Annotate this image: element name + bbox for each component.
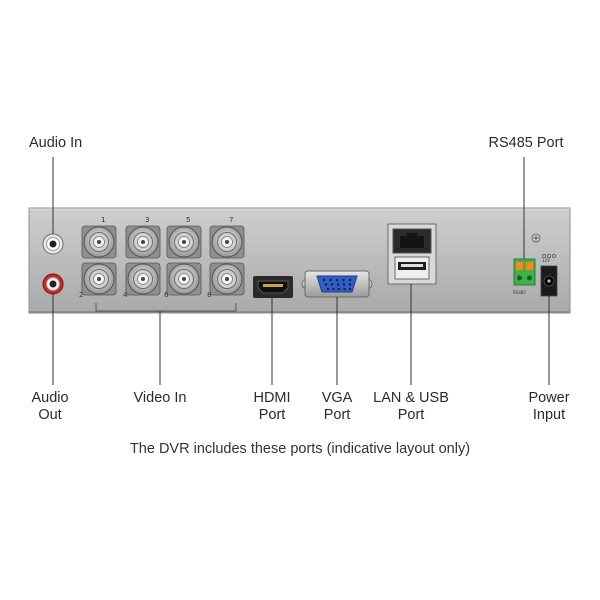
vga-pin (337, 287, 341, 291)
vga-pin (336, 283, 340, 286)
bnc-number-label: 3 (145, 216, 149, 224)
vga-pin (348, 283, 352, 286)
label-video-in: Video In (133, 390, 187, 406)
bnc-connector (81, 225, 117, 259)
bnc-connector (125, 225, 161, 259)
bnc-number-label: 8 (207, 291, 211, 299)
label-lan-usb-port: LAN & USB Port (373, 390, 449, 423)
bnc-number-label: 7 (229, 216, 233, 224)
dvr-rear-panel (28, 207, 571, 314)
label-hdmi-port: HDMI Port (253, 390, 291, 423)
rs485-panel-text: RS485 (513, 290, 526, 295)
ground-screw (531, 233, 541, 243)
vga-pin (326, 287, 330, 291)
vga-pin (330, 283, 334, 286)
bnc-connector (209, 262, 245, 296)
lan-usb-port-connector (387, 223, 437, 285)
vga-pin (335, 278, 339, 282)
vga-port-connector (301, 270, 373, 298)
label-audio-out: Audio Out (31, 390, 69, 423)
bnc-number-label: 4 (123, 291, 128, 299)
leader-lines (52, 157, 550, 385)
vga-pin (324, 283, 328, 286)
bnc-number-label: 2 (79, 291, 83, 299)
hdmi-port-connector (253, 276, 293, 298)
audio-in-rca-connector (42, 233, 64, 255)
bnc-number-label: 1 (101, 216, 105, 224)
bnc-connector (209, 225, 245, 259)
vga-pin (343, 287, 346, 291)
vga-pin (348, 278, 352, 282)
bnc-number-label: 6 (164, 291, 169, 299)
vga-pin (348, 287, 352, 291)
video-in-bnc-connectors: 1 3 5 7 2 4 6 8 (79, 216, 245, 299)
bnc-connector (166, 225, 202, 259)
vga-pin (342, 278, 345, 282)
dc-voltage-text: 12V (542, 258, 550, 263)
bnc-connector (81, 262, 117, 296)
label-rs485-port: RS485 Port (488, 135, 564, 151)
vga-pin (332, 287, 335, 291)
label-power-input: Power Input (528, 390, 570, 423)
video-in-bracket (95, 303, 237, 312)
label-audio-in: Audio In (29, 135, 83, 151)
bnc-connector (166, 262, 202, 296)
bnc-connector (125, 262, 161, 296)
bnc-number-label: 5 (186, 216, 190, 224)
vga-pin (322, 278, 326, 282)
label-vga-port: VGA Port (321, 390, 353, 423)
vga-pin (342, 283, 346, 286)
vga-pin (329, 278, 332, 282)
audio-out-rca-connector (42, 273, 64, 295)
diagram-caption: The DVR includes these ports (indicative… (129, 441, 471, 457)
rs485-terminal-block (513, 258, 536, 286)
